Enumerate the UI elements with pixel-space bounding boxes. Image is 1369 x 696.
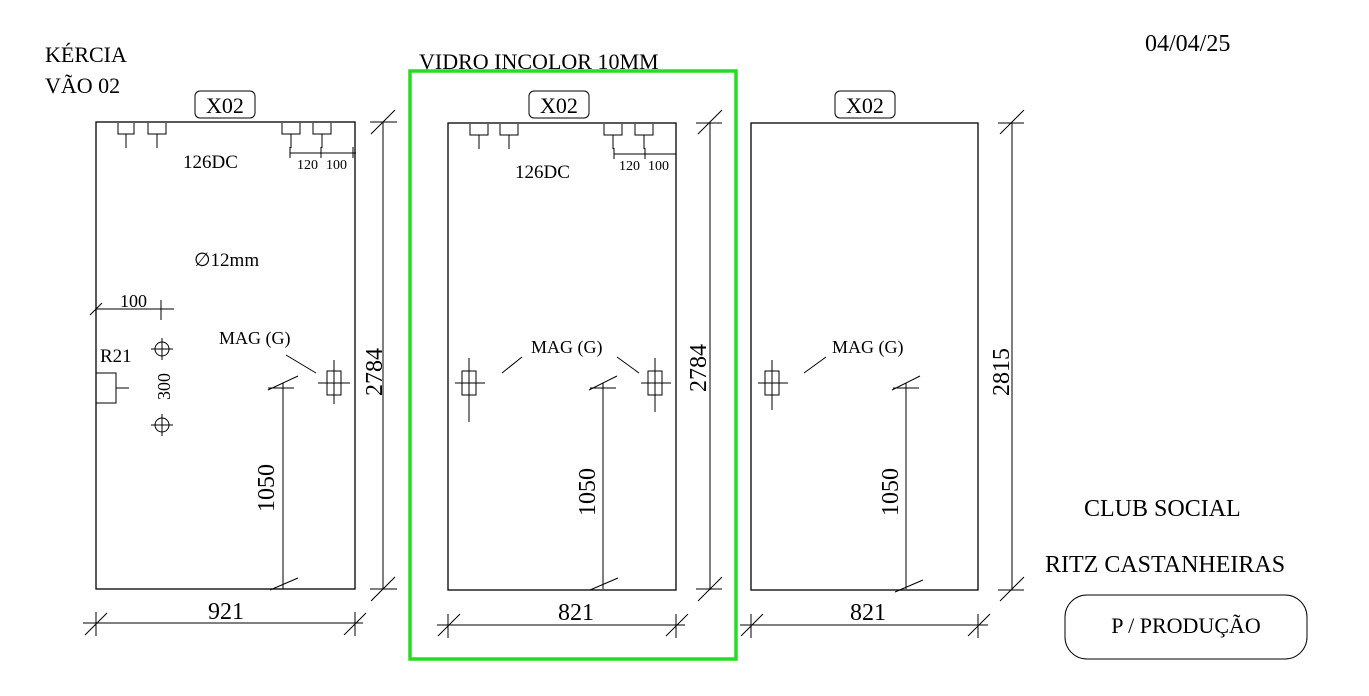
production-button[interactable]: P / PRODUÇÃO — [1111, 613, 1261, 638]
panel-2-tag-box — [528, 90, 590, 119]
panel-2-outline — [447, 122, 677, 591]
panel-1-width-dimension — [83, 612, 367, 636]
panel-1-hole-spacing: 300 — [154, 373, 174, 400]
panel-1: X02 126DC 120 100 ∅12mm 100 R21 300 MAG … — [83, 90, 397, 636]
panel-2-hole-dim-2: 100 — [648, 159, 669, 174]
panel-2-magnet-leaders — [501, 356, 640, 374]
panel-3-tag-box — [834, 90, 896, 119]
panel-2-width: 821 — [558, 600, 594, 626]
panel-2-top-hinges — [469, 124, 677, 159]
selection-highlight[interactable] — [408, 69, 738, 661]
panel-1-magnet-dimension — [267, 375, 299, 591]
panel-3-width-dimension — [740, 613, 991, 638]
panel-3-height-dimension — [998, 109, 1025, 602]
panel-3-magnet-leader — [803, 356, 827, 374]
project-line-2: RITZ CASTANHEIRAS — [1045, 552, 1285, 578]
panel-1-top-hinges — [117, 123, 356, 158]
panel-1-hole-dim-1: 120 — [297, 158, 318, 173]
opening-label: VÃO 02 — [45, 73, 120, 98]
panel-2-magnet-symbols — [455, 358, 671, 422]
panel-1-magnet-symbol — [318, 360, 350, 404]
panel-1-lock-cutout — [96, 372, 129, 404]
panel-3: X02 MAG (G) 1050 2815 821 — [740, 90, 1025, 638]
panel-2: X02 126DC 120 100 MAG (G) 1050 2784 821 — [408, 69, 738, 661]
panel-3-height: 2815 — [989, 348, 1015, 396]
panel-1-hardware-code: 126DC — [183, 152, 238, 173]
panel-1-holes — [151, 338, 173, 436]
panel-1-magnet-height: 1050 — [254, 464, 280, 512]
panel-2-width-dimension — [437, 613, 689, 638]
panel-1-hole-diameter: ∅12mm — [194, 250, 259, 271]
panel-1-offset-dimension — [89, 300, 174, 320]
panel-1-edge-offset: 100 — [120, 291, 147, 311]
project-line-1: CLUB SOCIAL — [1084, 496, 1241, 522]
panel-1-width: 921 — [208, 599, 244, 625]
panel-2-height-dimension — [696, 109, 723, 602]
panel-2-hardware-code: 126DC — [515, 162, 570, 183]
panel-1-height: 2784 — [362, 348, 388, 396]
panel-3-magnet-height: 1050 — [878, 468, 904, 516]
panel-2-hole-dim-1: 120 — [619, 159, 640, 174]
date-label: 04/04/25 — [1145, 31, 1230, 57]
panel-3-magnet-label: MAG (G) — [832, 337, 904, 358]
panel-2-magnet-dimension — [588, 375, 619, 591]
panel-3-width: 821 — [850, 600, 886, 626]
panel-1-tag: X02 — [206, 93, 244, 118]
panel-1-outline — [95, 121, 356, 590]
panel-3-magnet-symbol — [758, 360, 788, 410]
panel-3-outline — [750, 122, 979, 591]
panel-3-tag: X02 — [846, 93, 884, 118]
panel-3-magnet-dimension — [891, 375, 924, 593]
panel-1-hole-dim-2: 100 — [326, 158, 347, 173]
client-name: KÉRCIA — [45, 42, 127, 67]
panel-1-magnet-label: MAG (G) — [219, 328, 291, 349]
panel-1-tag-box — [194, 90, 256, 119]
panel-1-height-dimension — [370, 109, 397, 602]
panel-2-tag: X02 — [540, 93, 578, 118]
panel-2-magnet-height: 1050 — [575, 468, 601, 516]
production-button-frame[interactable] — [1064, 594, 1308, 660]
panel-1-magnet-leader — [285, 354, 317, 374]
panel-2-height: 2784 — [686, 344, 712, 392]
panel-1-radius-label: R21 — [100, 346, 132, 367]
panel-2-magnet-label: MAG (G) — [531, 337, 603, 358]
